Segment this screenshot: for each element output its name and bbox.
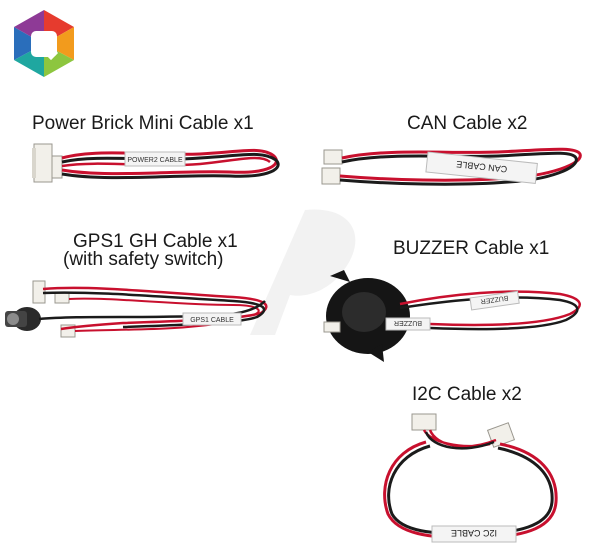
power-brick-cable-label: Power Brick Mini Cable x1 — [32, 113, 254, 134]
buzzer-cable-label: BUZZER Cable x1 — [393, 238, 550, 259]
gps-cable-sublabel: (with safety switch) — [63, 249, 224, 270]
i2c-sleeve-text: I2C CABLE — [451, 528, 497, 538]
buzzer-sleeve-text-1: BUZZER — [480, 294, 509, 305]
i2c-cable-label: I2C Cable x2 — [412, 384, 522, 405]
power-brick-sleeve-text: POWER2 CABLE — [127, 157, 183, 164]
gps-cable-image: GPS1 CABLE — [5, 280, 268, 338]
can-cable-image: CAN CABLE — [321, 147, 582, 186]
watermark-icon — [250, 209, 356, 335]
i2c-cable-image: I2C CABLE — [383, 413, 558, 543]
buzzer-cable-image: BUZZER BUZZER — [323, 270, 581, 362]
can-cable-label: CAN Cable x2 — [407, 113, 528, 134]
buzzer-sleeve-text-2: BUZZER — [394, 319, 422, 326]
power-brick-cable-image: POWER2 CABLE — [32, 143, 280, 183]
gps-sleeve-text: GPS1 CABLE — [190, 317, 234, 324]
gps-cable-label: GPS1 GH Cable x1 — [73, 231, 238, 252]
brand-logo — [14, 10, 74, 77]
